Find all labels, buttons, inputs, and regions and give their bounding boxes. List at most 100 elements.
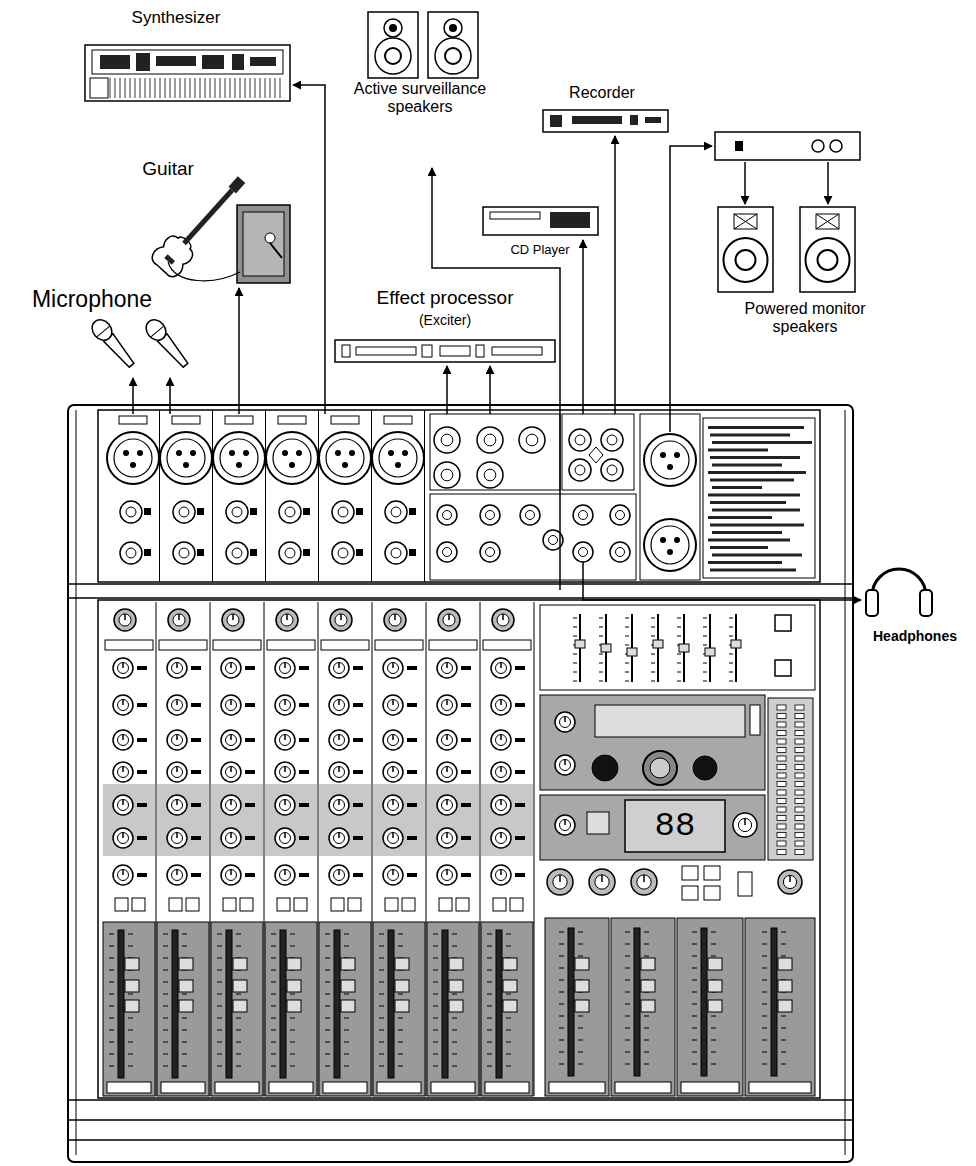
knob (276, 609, 298, 631)
fader-tick (625, 968, 630, 969)
knob-mark (461, 873, 471, 877)
geq-tick (729, 681, 733, 682)
jack-hole (179, 548, 189, 558)
fader-tick (559, 1064, 564, 1065)
fader-tick (487, 1054, 492, 1055)
geq-tick (677, 672, 681, 673)
fader-tick (762, 1052, 767, 1053)
geq-tick (703, 645, 707, 646)
knob-pointer (176, 663, 178, 669)
jack-hole (391, 507, 401, 517)
fader-tick (290, 946, 295, 947)
fader-slot (701, 928, 707, 1076)
mute-button (277, 898, 290, 911)
fine-print-bar (708, 539, 790, 542)
knob-pointer (446, 767, 448, 773)
fader-tick (692, 1028, 697, 1029)
master-button (682, 886, 698, 900)
fader-tick (762, 1028, 767, 1029)
fader-tick (762, 968, 767, 969)
fader-tick (578, 1016, 583, 1017)
cd-tray (490, 212, 540, 219)
signal-wire (293, 85, 325, 414)
knob-pointer (122, 833, 124, 839)
fader-tick (433, 946, 438, 947)
knob (437, 658, 457, 678)
meter-led (777, 722, 786, 727)
knob-pointer (564, 717, 566, 723)
knob-cap (118, 735, 129, 746)
preset-panel (540, 795, 765, 860)
geq-tick (599, 681, 603, 682)
knob-pointer (446, 663, 448, 669)
fader-tick (109, 1066, 114, 1067)
knob-pointer (176, 800, 178, 806)
fader-tick (379, 994, 384, 995)
jack-socket (226, 542, 248, 564)
monitor-woofer (724, 238, 768, 282)
synth-key (120, 78, 121, 98)
knob-cap (738, 818, 751, 831)
fader-tick (644, 1016, 649, 1017)
meter-led (777, 816, 786, 821)
fader-tick (559, 1040, 564, 1041)
mute-button (493, 898, 506, 911)
guitar-cable (168, 262, 240, 281)
knob-mark (353, 770, 363, 774)
meter-led (795, 799, 804, 804)
level-meter (768, 698, 813, 860)
synth-key (155, 78, 156, 98)
fader-tick (290, 1054, 295, 1055)
fader-tick (344, 994, 349, 995)
meter-led (795, 790, 804, 795)
fader-tick (163, 1066, 168, 1067)
knob-mark (191, 770, 201, 774)
master-fader-band (611, 918, 675, 1096)
fader-tick (398, 1018, 403, 1019)
knob-mark (461, 666, 471, 670)
strip-divider (534, 602, 535, 1096)
jack-socket (477, 462, 503, 488)
knob (437, 795, 457, 815)
meter-led (795, 782, 804, 787)
knob-pointer (122, 800, 124, 806)
knob (113, 795, 133, 815)
guitar-amp-plug (270, 243, 282, 258)
fader-tick (379, 1054, 384, 1055)
fader-tick (379, 958, 384, 959)
fader-tick (762, 932, 767, 933)
meter-led (795, 765, 804, 770)
fader-tick (644, 1064, 649, 1065)
knob (275, 730, 295, 750)
meter-led (777, 841, 786, 846)
jack-marker (409, 549, 416, 556)
knob (733, 813, 757, 837)
knob (491, 695, 511, 715)
jack-hole (579, 511, 588, 520)
jack-hole (526, 434, 538, 446)
geq-tick (573, 627, 577, 628)
knob (555, 712, 575, 732)
geq-tick (651, 636, 655, 637)
cd-body (483, 207, 598, 235)
fader-cap (125, 980, 139, 992)
fader-tick (290, 1066, 295, 1067)
fader-tick (452, 994, 457, 995)
fader-tick (452, 934, 457, 935)
synth-key (125, 78, 126, 98)
fx-rack-detail (440, 346, 470, 356)
fader-tick (325, 1066, 330, 1067)
fader-tick (578, 1040, 583, 1041)
signal-wire (670, 146, 712, 432)
knob (555, 815, 575, 835)
jack-socket (332, 542, 354, 564)
strip-bar (429, 640, 477, 650)
fader-tick (692, 1052, 697, 1053)
channel-divider (212, 410, 213, 582)
synth-control (156, 56, 196, 66)
knob-mark (515, 873, 525, 877)
knob (383, 795, 403, 815)
recorder-detail (550, 115, 562, 127)
jack-marker (250, 549, 257, 556)
device-label: Effect processor (377, 287, 514, 309)
